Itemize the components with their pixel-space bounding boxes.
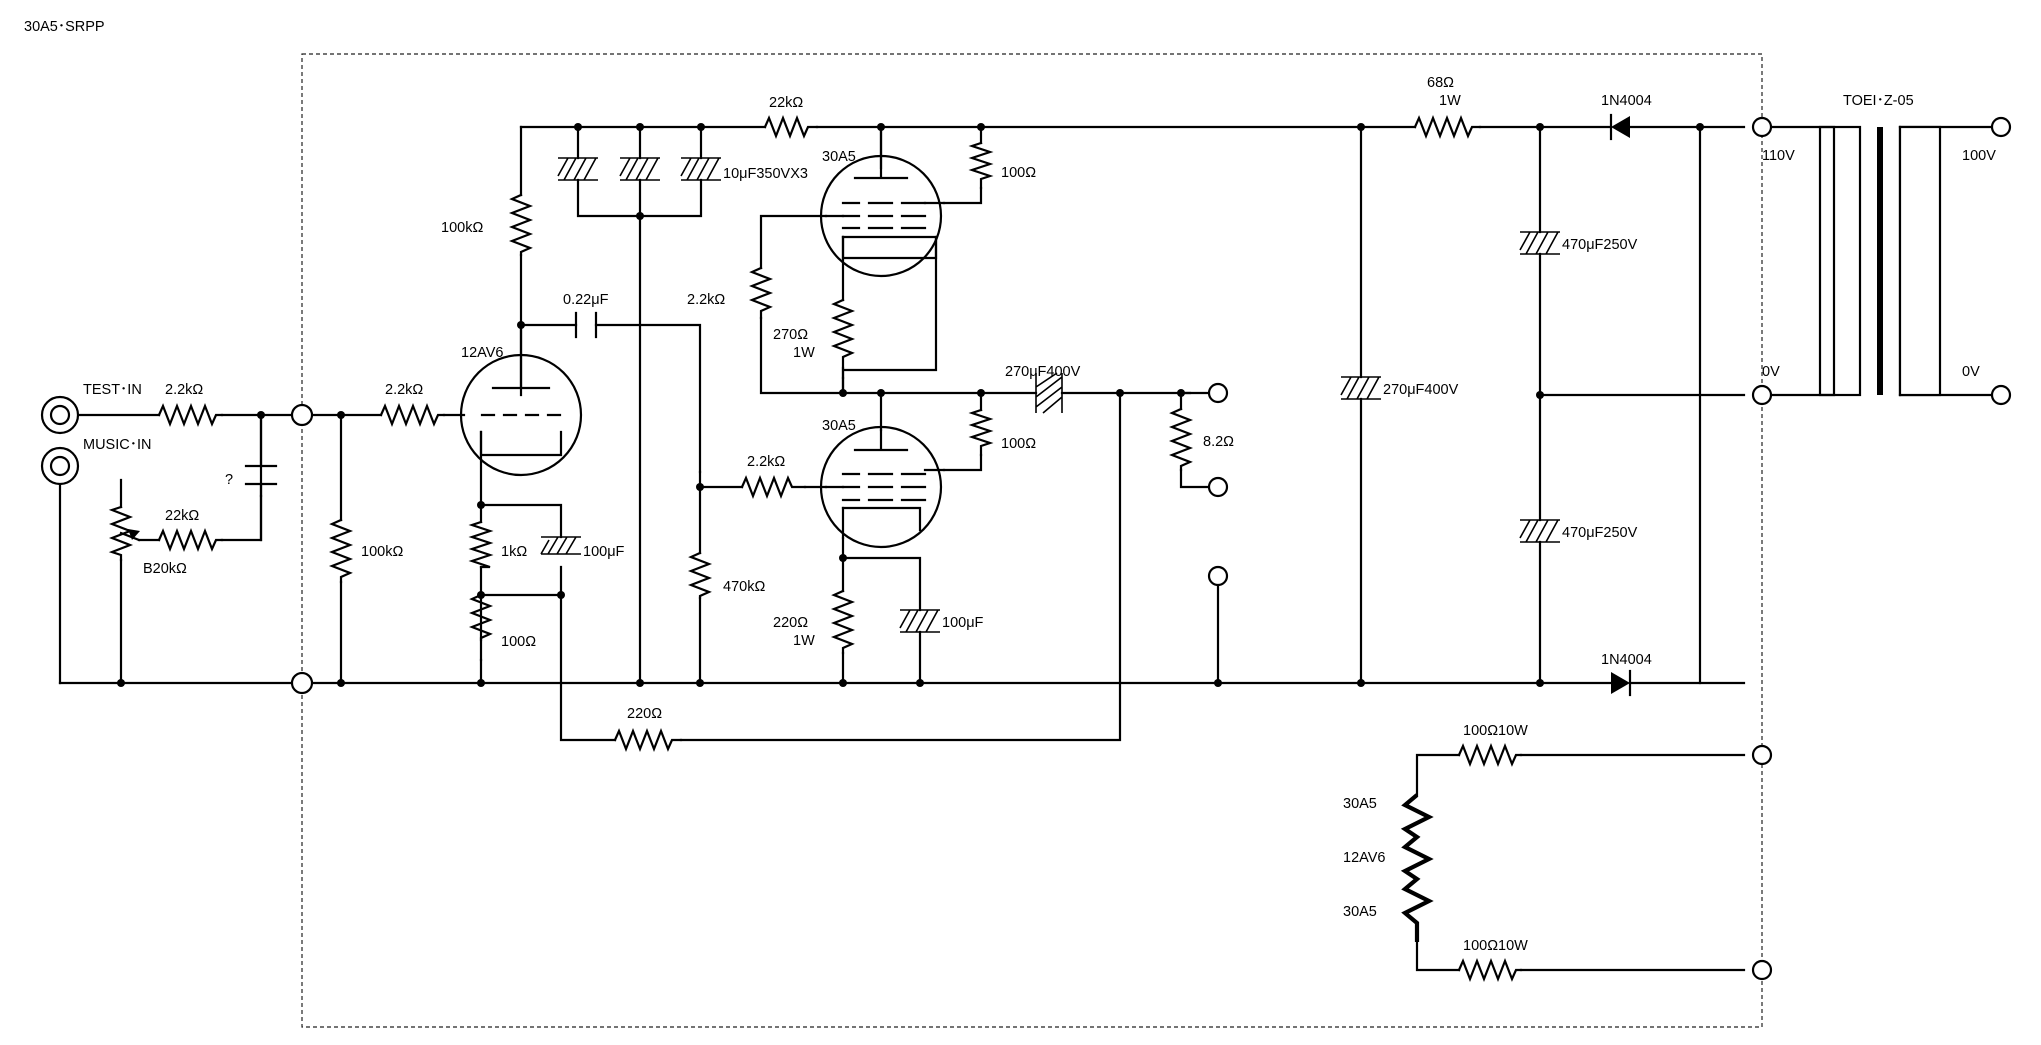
heater-filaments (1400, 793, 1434, 942)
label-r-grid-lower: 470kΩ (723, 579, 765, 595)
cap-filter (1340, 376, 1381, 400)
label-r-g2-upper: 100Ω (1001, 165, 1036, 181)
labels: TEST･IN MUSIC･IN 2.2kΩ ? 22kΩ B20kΩ 2.2k… (83, 75, 1996, 954)
label-r-ps-w: 1W (1439, 93, 1461, 109)
tube-12av6 (459, 323, 583, 477)
label-r-cath-upper: 270Ω (773, 327, 808, 343)
label-sec-hi: 110V (1762, 148, 1795, 164)
label-r-plate-v1: 100kΩ (441, 220, 483, 236)
junctions (117, 123, 1704, 687)
resistor-g1-upper (748, 266, 774, 320)
diagram-title: 30A5･SRPP (24, 19, 105, 35)
label-v2: 30A5 (822, 149, 856, 165)
label-r-load: 8.2Ω (1203, 434, 1234, 450)
label-test-in: TEST･IN (83, 382, 142, 398)
label-r-decouple: 22kΩ (769, 95, 803, 111)
resistor-cath-v1a (468, 520, 494, 569)
label-r-cath-lower-w: 1W (793, 633, 815, 649)
capacitors (244, 157, 1560, 633)
label-c-unknown: ? (225, 472, 233, 488)
label-r-cath-lower: 220Ω (773, 615, 808, 631)
resistor-plate-v1 (508, 193, 534, 257)
label-r-g2-lower: 100Ω (1001, 436, 1036, 452)
label-v3: 30A5 (822, 418, 856, 434)
resistor-g1-lower (740, 474, 807, 500)
label-d-top: 1N4004 (1601, 93, 1652, 109)
cap-doubler-top (1519, 231, 1560, 255)
label-r-grid-v1: 2.2kΩ (385, 382, 423, 398)
resistor-decouple (763, 114, 819, 140)
chassis-outline (301, 53, 1763, 1028)
label-transformer: TOEI･Z-05 (1843, 93, 1914, 109)
label-r-cath-v1b: 100Ω (501, 634, 536, 650)
resistor-cath-lower (830, 589, 856, 655)
cap-out (1035, 372, 1063, 414)
label-c-cath-v1: 100μF (583, 544, 625, 560)
cap-cath-lower (899, 609, 940, 633)
label-r-heater-bot: 100Ω10W (1463, 938, 1528, 954)
label-heater-1: 30A5 (1343, 796, 1377, 812)
resistor-cath-v1b (468, 593, 494, 662)
label-r-ps: 68Ω (1427, 75, 1454, 91)
tube-30a5-upper (819, 125, 946, 278)
label-sec-lo: 0V (1762, 364, 1780, 380)
label-c-doubler-top: 470μF250V (1562, 237, 1638, 253)
cap-decouple-1 (557, 157, 598, 181)
cap-cath-v1 (540, 536, 581, 555)
label-r-test-in: 2.2kΩ (165, 382, 203, 398)
label-c-cath-lower: 100μF (942, 615, 984, 631)
resistor-g2-lower (968, 408, 994, 457)
resistors (157, 114, 1523, 983)
label-r-heater-top: 100Ω10W (1463, 723, 1528, 739)
resistor-cath-upper (830, 298, 856, 370)
wiring (58, 125, 1994, 972)
label-r-fb-vol: 22kΩ (165, 508, 199, 524)
resistor-fb-vol (157, 527, 224, 553)
label-v1: 12AV6 (461, 345, 503, 361)
label-c-out: 270μF400V (1005, 364, 1081, 380)
resistor-g2-upper (968, 141, 994, 190)
resistor-heater-top (1457, 742, 1523, 768)
label-c-doubler-bot: 470μF250V (1562, 525, 1638, 541)
label-pri-lo: 0V (1962, 364, 1980, 380)
label-r-g1-lower: 2.2kΩ (747, 454, 785, 470)
label-c-filter: 270μF400V (1383, 382, 1459, 398)
diodes (1609, 113, 1632, 697)
potentiometer-b20k (108, 505, 141, 562)
resistor-grid-v1 (379, 402, 446, 428)
resistor-load (1168, 407, 1194, 472)
resistor-grid-leak (328, 518, 354, 584)
transformer (1818, 125, 1942, 397)
label-heater-2: 12AV6 (1343, 850, 1385, 866)
label-r-cath-upper-w: 1W (793, 345, 815, 361)
label-c-decouple: 10μF350VX3 (723, 166, 808, 182)
label-pri-hi: 100V (1962, 148, 1996, 164)
label-r-grid-leak: 100kΩ (361, 544, 403, 560)
label-d-bot: 1N4004 (1601, 652, 1652, 668)
terminals (40, 116, 2012, 981)
label-r-fb: 220Ω (627, 706, 662, 722)
tube-30a5-lower (819, 425, 946, 549)
resistor-ps (1413, 114, 1482, 140)
label-c-coupling: 0.22μF (563, 292, 609, 308)
resistor-grid-lower (687, 551, 713, 600)
resistor-fb (613, 727, 683, 753)
label-heater-3: 30A5 (1343, 904, 1377, 920)
cap-doubler-bot (1519, 519, 1560, 543)
label-r-cath-v1a: 1kΩ (501, 544, 527, 560)
cap-decouple-2 (619, 157, 660, 181)
cap-decouple-3 (680, 157, 721, 181)
label-r-g1-upper: 2.2kΩ (687, 292, 725, 308)
label-music-in: MUSIC･IN (83, 437, 151, 453)
resistor-heater-bot (1457, 957, 1523, 983)
label-pot: B20kΩ (143, 561, 187, 577)
resistor-test-in (157, 402, 224, 428)
